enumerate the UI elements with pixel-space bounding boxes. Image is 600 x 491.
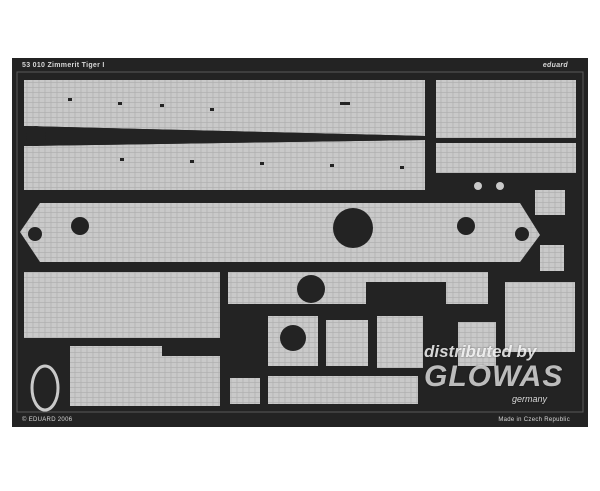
origin-label: Made in Czech Republic <box>498 417 570 423</box>
zimmerit-panel <box>24 272 220 338</box>
zimmerit-panel <box>24 140 425 190</box>
zimmerit-panel <box>20 203 540 262</box>
watermark-logo-text: GLOWAS <box>424 360 564 393</box>
zimmerit-panel <box>24 80 425 136</box>
zimmerit-panel <box>540 245 564 271</box>
zimmerit-panel <box>377 316 423 368</box>
zimmerit-panel <box>505 282 575 352</box>
zimmerit-panel <box>535 190 565 215</box>
fret-title: 53 010 Zimmerit Tiger I <box>22 62 105 69</box>
zimmerit-panel <box>268 376 418 404</box>
brand-label: eduard <box>542 62 568 69</box>
zimmerit-panel <box>228 272 488 304</box>
watermark-country: germany <box>512 394 548 404</box>
zimmerit-panel <box>326 320 368 366</box>
zimmerit-panel <box>436 80 576 138</box>
watermark-distributed-by: distributed by <box>424 342 537 361</box>
zimmerit-panel <box>230 378 260 404</box>
zimmerit-panel <box>436 143 576 173</box>
zimmerit-panel <box>458 322 496 366</box>
copyright-label: © EDUARD 2006 <box>22 417 73 423</box>
